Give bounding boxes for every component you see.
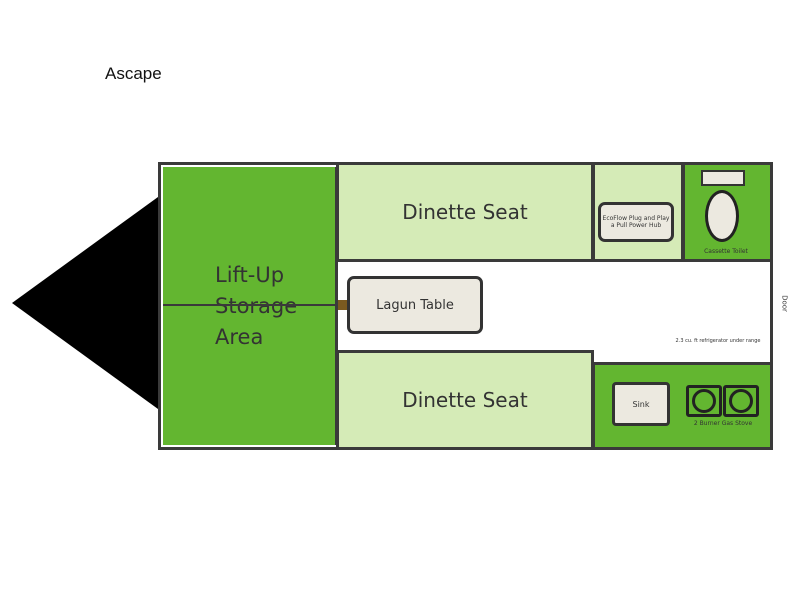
- dinette-seat-bottom: Dinette Seat: [336, 350, 594, 447]
- fridge-label: 2.3 cu. ft refrigerator under range: [675, 338, 761, 344]
- sink: Sink: [612, 382, 670, 426]
- storage-label: Lift-Up Storage Area: [215, 262, 298, 349]
- storage-divider: [163, 304, 338, 306]
- power-hub: EcoFlow Plug and Play a Pull Power Hub: [598, 202, 674, 242]
- tongue-hitch: [12, 197, 158, 409]
- burner-left-icon: [686, 385, 722, 417]
- lagun-table: Lagun Table: [347, 276, 483, 334]
- table-mount: [338, 300, 348, 310]
- dinette-seat-top: Dinette Seat: [336, 165, 594, 262]
- stove-label: 2 Burner Gas Stove: [693, 420, 753, 427]
- toilet-label: Cassette Toilet: [704, 248, 748, 255]
- page-title: Ascape: [105, 64, 162, 83]
- toilet-tank: [701, 170, 745, 186]
- storage-area: Lift-Up Storage Area: [163, 167, 338, 445]
- burner-right-icon: [723, 385, 759, 417]
- toilet-bowl-icon: [705, 190, 739, 242]
- door-label: Door: [780, 295, 789, 312]
